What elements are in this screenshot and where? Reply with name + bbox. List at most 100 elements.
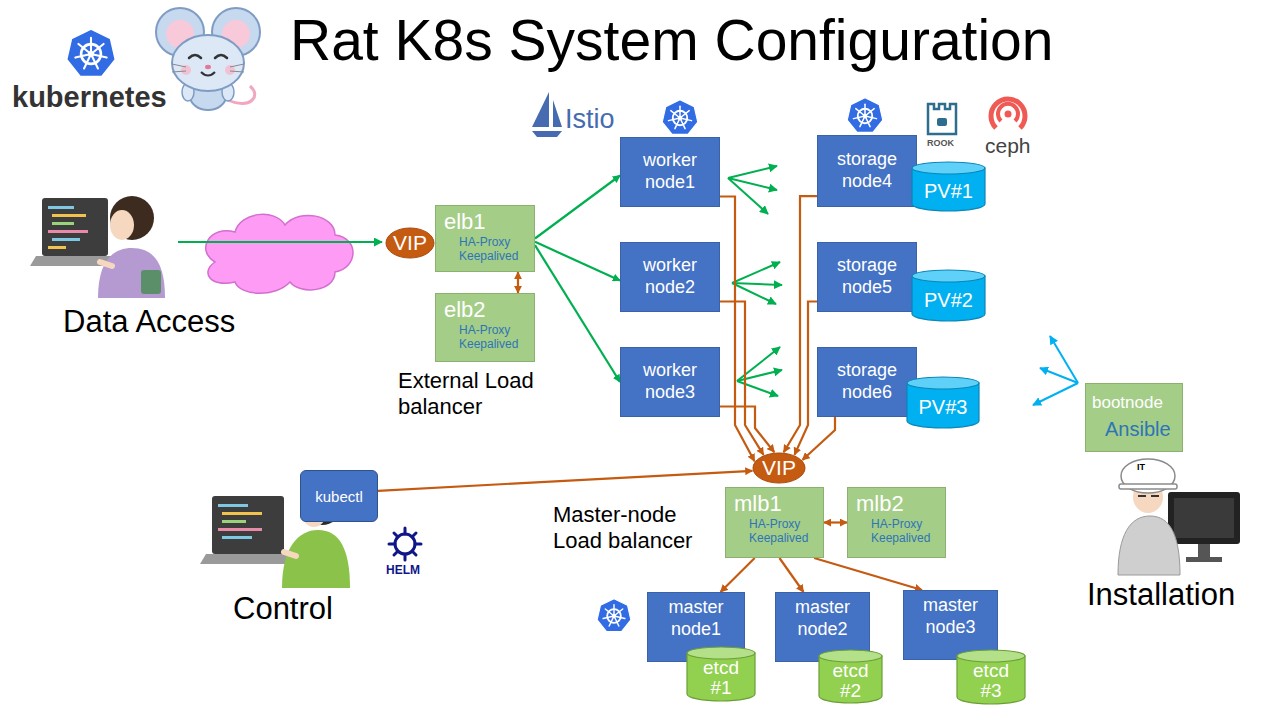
etcd-cylinder: etcd #1 xyxy=(686,646,756,701)
control-person xyxy=(222,512,262,515)
vip-ellipse: VIP xyxy=(752,452,806,484)
kubernetes-logo xyxy=(67,29,116,76)
node-text: elb2 xyxy=(444,297,486,322)
connector-arrow xyxy=(784,196,817,452)
helm-logo xyxy=(389,528,421,560)
node-text: PV#2 xyxy=(924,289,973,312)
node-text: HA-Proxy Keepalived xyxy=(871,518,943,546)
rook-logo xyxy=(928,104,956,134)
data-access-person xyxy=(42,198,108,256)
node-text: HA-Proxy Keepalived xyxy=(459,236,531,264)
installation-person xyxy=(1198,544,1210,558)
logo-wordmark: Istio xyxy=(565,103,615,135)
node-text: HA-Proxy Keepalived xyxy=(749,518,821,546)
bootnode-fan-arrows xyxy=(1033,383,1078,405)
cylinder-body xyxy=(912,276,985,321)
data-access-person xyxy=(48,246,66,249)
installation-person xyxy=(1118,459,1240,575)
cylinder-top xyxy=(907,377,979,389)
node-text: master node3 xyxy=(909,595,993,638)
connector-arrow xyxy=(794,302,817,455)
volume-cylinder: PV#2 xyxy=(911,269,986,321)
vip-ellipse-shape xyxy=(386,228,434,258)
helmet-mark: IT xyxy=(1137,462,1145,473)
bootnode-fan-arrows xyxy=(1050,336,1078,383)
control-person xyxy=(212,496,284,554)
node-text: etcd #2 xyxy=(825,661,877,701)
worker-node-box: worker node3 xyxy=(620,347,720,417)
ceph-logo xyxy=(991,99,1025,128)
node-text: storage node4 xyxy=(825,149,909,192)
logo-wordmark: HELM xyxy=(386,563,420,577)
cylinder-top xyxy=(912,270,985,282)
installation-person xyxy=(1186,557,1222,562)
node-text: kubectl xyxy=(315,488,363,505)
node-text: master node2 xyxy=(781,597,865,640)
worker-fan-arrows xyxy=(728,166,777,178)
kubernetes-logo xyxy=(847,98,883,133)
data-access-person xyxy=(100,262,112,266)
control-person xyxy=(218,528,262,531)
node-text: Ansible xyxy=(1105,418,1171,441)
control-person xyxy=(200,554,296,564)
data-access-person xyxy=(48,230,88,233)
storage-node-box: storage node6PV#3 xyxy=(817,347,917,417)
role-label: Installation xyxy=(1087,576,1235,613)
data-access-person xyxy=(52,214,86,217)
connector-arrow xyxy=(535,176,620,239)
installation-person xyxy=(1174,498,1234,538)
rook-logo xyxy=(928,104,956,134)
ceph-logo xyxy=(998,104,1018,121)
control-person xyxy=(222,536,252,539)
worker-node-box: worker node2 xyxy=(620,242,720,312)
data-access-arrow xyxy=(178,242,382,243)
kubectl-box: kubectl xyxy=(300,470,378,522)
node-text: etcd #3 xyxy=(965,661,1017,701)
installation-person xyxy=(1138,495,1159,497)
worker-node-box: worker node1 xyxy=(620,137,720,207)
data-access-arrow xyxy=(178,241,382,243)
worker-fan-arrows xyxy=(737,381,778,396)
bootnode-fan-arrows xyxy=(1033,336,1078,405)
bootnode-fan-arrows xyxy=(1040,368,1078,383)
installation-person xyxy=(1168,492,1240,544)
data-access-person xyxy=(52,238,80,241)
node-text: HA-Proxy Keepalived xyxy=(459,324,531,352)
boot-node-box: bootnodeAnsible xyxy=(1085,383,1183,452)
node-text: VIP xyxy=(762,456,796,479)
istio-logo xyxy=(532,131,562,137)
rat-mascot xyxy=(201,72,215,76)
ceph-logo xyxy=(1005,111,1012,118)
master-node-box: master node1etcd #1 xyxy=(647,592,745,662)
connector-arrow xyxy=(720,197,755,462)
connector-arrow xyxy=(779,558,803,592)
cylinder-body xyxy=(957,656,1025,704)
node-text: bootnode xyxy=(1092,393,1163,413)
node-text: master node1 xyxy=(654,597,738,640)
worker-fan-arrows xyxy=(732,262,780,283)
node-text: worker node3 xyxy=(628,360,712,403)
etcd-cylinder: etcd #2 xyxy=(818,649,883,703)
rook-logo xyxy=(937,118,947,126)
kubernetes-logo xyxy=(597,599,631,632)
rat-mascot xyxy=(205,65,211,69)
group-label: External Load balancer xyxy=(398,368,543,421)
node-text: VIP xyxy=(393,231,427,254)
control-person xyxy=(222,520,246,523)
page-title: Rat K8s System Configuration xyxy=(290,8,1054,74)
rat-mascot xyxy=(172,64,244,72)
load-balancer-box: mlb2HA-Proxy Keepalived xyxy=(847,487,946,558)
connector-arrow xyxy=(721,558,755,592)
connector-arrow xyxy=(814,558,922,590)
vip-ellipse-shape xyxy=(753,453,805,483)
rat-mascot xyxy=(172,35,244,91)
data-access-person xyxy=(110,210,134,240)
connector-arrow xyxy=(535,242,620,281)
role-label: Control xyxy=(233,590,333,627)
cylinder-top xyxy=(912,162,985,174)
kubernetes-logo xyxy=(662,100,698,135)
logo-wordmark: ceph xyxy=(985,133,1031,158)
connector-arrow xyxy=(535,245,620,382)
node-text: storage node6 xyxy=(825,360,909,403)
